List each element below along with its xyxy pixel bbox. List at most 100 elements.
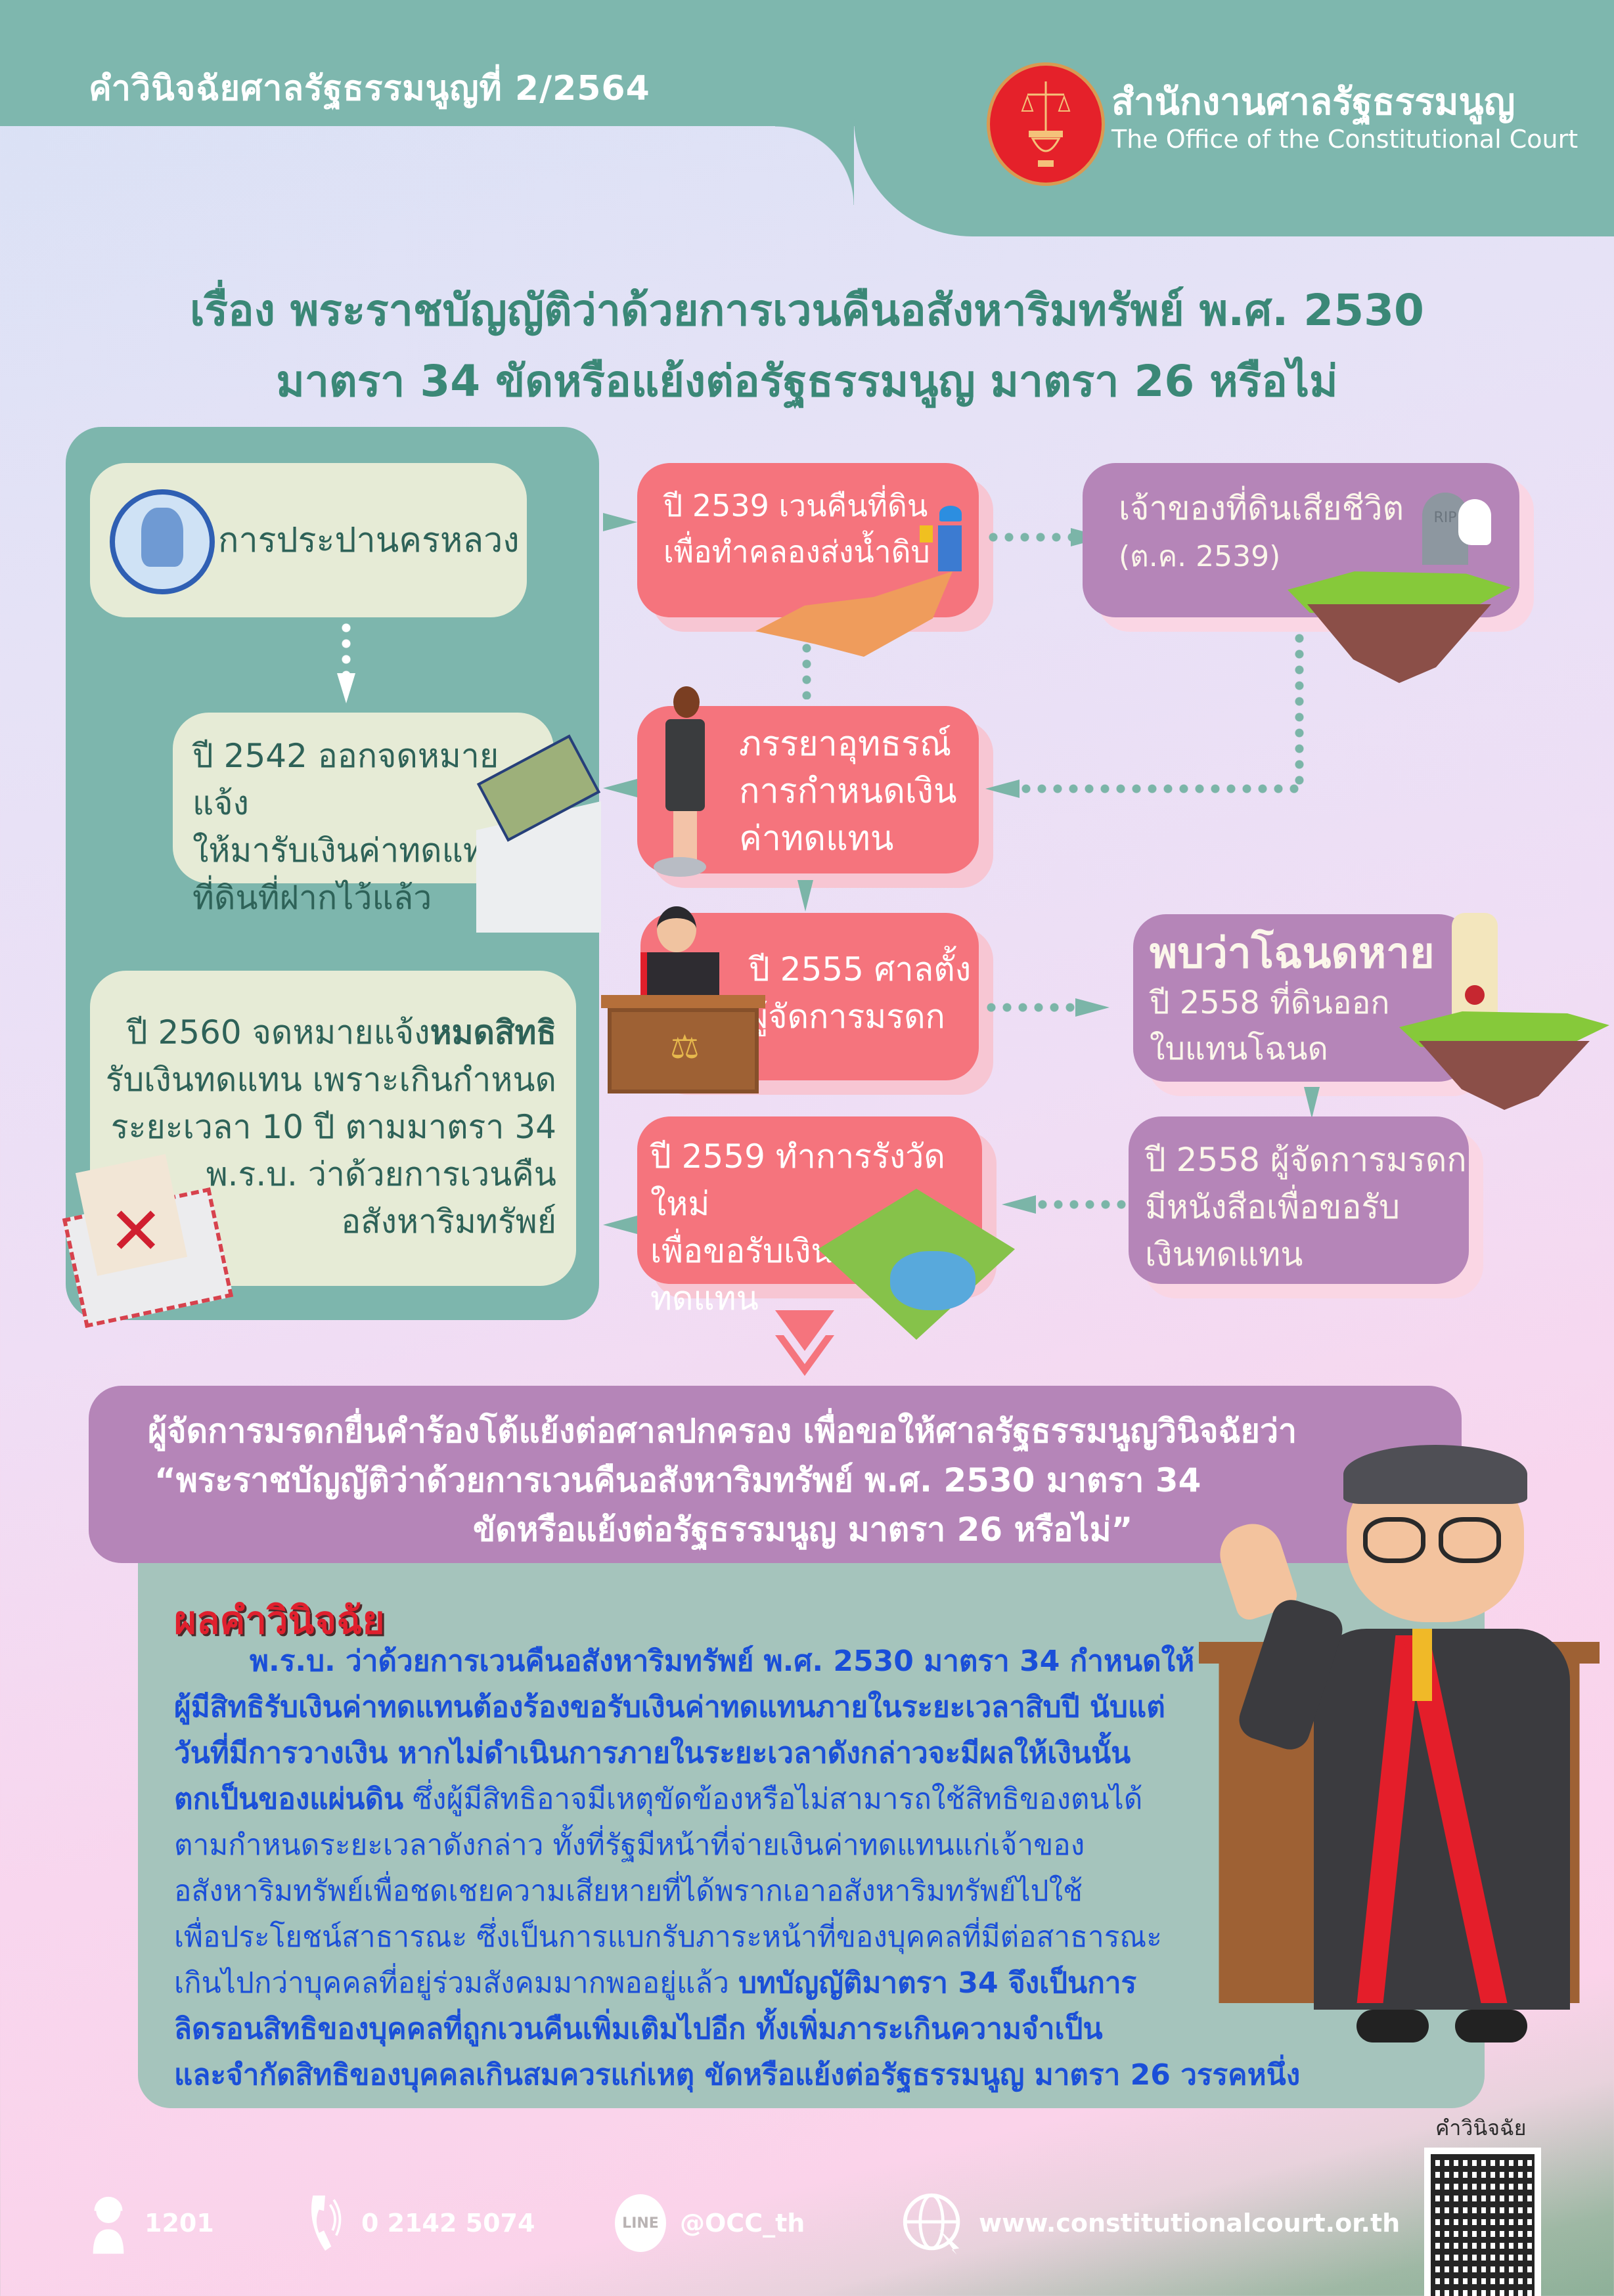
mwa-label: การประปานครหลวง — [218, 521, 520, 560]
petition-line-3: ขัดหรือแย้งต่อรัฐธรรมนูญ มาตรา 26 หรือไม… — [473, 1511, 1133, 1549]
phone-number: 0 2142 5074 — [361, 2209, 535, 2238]
woman-suit-icon — [665, 719, 705, 811]
qr-label: คำวินิจฉัย — [1435, 2115, 1527, 2140]
administrator-line: ปี 2558 ผู้จัดการมรดก — [1145, 1141, 1467, 1179]
arrow-left-icon — [985, 780, 1020, 798]
rock-island-icon — [1419, 1041, 1590, 1110]
ruling-line: วันที่มีการวางเงิน หากไม่ดำเนินการภายในร… — [174, 1731, 1199, 1777]
wife-appeal-line: การกำหนดเงิน — [739, 772, 957, 811]
surveyor-body-icon — [938, 525, 962, 571]
wife-appeal-line: ภรรยาอุทธรณ์ — [739, 724, 952, 764]
letter-2560-line: อสังหาริมทรัพย์ — [341, 1203, 556, 1241]
land-survey-island-icon — [818, 1189, 1015, 1340]
petition-line-1: ผู้จัดการมรดกยื่นคำร้องโต้แย้งต่อศาลปกคร… — [148, 1412, 1297, 1450]
connector-dots — [983, 1003, 1075, 1012]
connector-dots — [342, 620, 351, 675]
letter-2542-line: ปี 2542 ออกจดหมายแจ้ง — [192, 737, 499, 822]
header-curve — [775, 0, 1614, 236]
decision-qr-code[interactable] — [1424, 2148, 1541, 2296]
administrator-2558-box: ปี 2558 ผู้จัดการมรดก มีหนังสือเพื่อขอรั… — [1129, 1116, 1469, 1284]
administrator-line: มีหนังสือเพื่อขอรับ — [1145, 1188, 1400, 1226]
survey-2559-line: ทดแทน — [650, 1279, 759, 1317]
page-title-line-2: มาตรา 34 ขัดหรือแย้งต่อรัฐธรรมนูญ มาตรา … — [276, 356, 1338, 407]
shoe-right-icon — [1455, 2010, 1527, 2042]
court-2555-line: ผู้จัดการมรดก — [749, 998, 945, 1036]
connector-dots — [985, 533, 1071, 542]
letter-2542-line: ที่ดินที่ฝากไว้แล้ว — [192, 879, 432, 917]
connector-dots — [1035, 1200, 1127, 1209]
deed-lost-heading: พบว่าโฉนดหาย — [1150, 929, 1435, 978]
judge-tie-icon — [1412, 1629, 1432, 1701]
qr-pattern-icon — [1431, 2154, 1535, 2296]
expired-rights-emphasis: หมดสิทธิ — [430, 1013, 556, 1051]
website-url: www.constitutionalcourt.or.th — [979, 2209, 1401, 2238]
floating-island-grave-icon: RIP — [1288, 493, 1511, 683]
connector-dots — [1295, 630, 1304, 788]
podium-top-icon — [601, 995, 765, 1008]
connector-dots — [1018, 784, 1301, 793]
ruling-text: พ.ร.บ. ว่าด้วยการเวนคืนอสังหาริมทรัพย์ พ… — [174, 1639, 1300, 2098]
ruling-line: ลิดรอนสิทธิของบุคคลที่ถูกเวนคืนเพิ่มเติม… — [174, 2006, 1199, 2052]
ruling-line: เพื่อประโยชน์สาธารณะ ซึ่งเป็นการแบกรับภา… — [174, 1914, 1199, 1960]
expropriation-line: ปี 2539 เวนคืนที่ดิน — [663, 488, 928, 523]
wax-seal-icon — [1465, 985, 1485, 1005]
arrow-down-icon — [1304, 1087, 1320, 1118]
scales-icon: ⚖ — [670, 1028, 700, 1066]
ruling-emphasis: บทบัญญัติมาตรา 34 จึงเป็นการ — [738, 1966, 1137, 2000]
survey-2559-line: ปี 2559 ทำการรังวัดใหม่ — [650, 1137, 945, 1223]
ruling-text-segment: ซึ่งผู้มีสิทธิอาจมีเหตุขัดข้องหรือไม่สาม… — [403, 1782, 1143, 1816]
arrow-left-icon — [603, 779, 637, 797]
ghost-icon — [1458, 499, 1491, 545]
chevron-down-icon — [772, 1310, 838, 1376]
ruling-emphasis: ลิดรอนสิทธิของบุคคลที่ถูกเวนคืนเพิ่มเติม… — [174, 2012, 1103, 2046]
scales-of-justice-icon — [1021, 81, 1071, 167]
pond-icon — [890, 1251, 975, 1310]
mwa-box: การประปานครหลวง — [90, 463, 527, 617]
glasses-left-icon — [1363, 1517, 1425, 1563]
line-app-icon: LINE — [614, 2190, 667, 2256]
owner-died-line: เจ้าของที่ดินเสียชีวิต — [1119, 489, 1404, 527]
decision-number: คำวินิจฉัยศาลรัฐธรรมนูญที่ 2/2564 — [89, 69, 650, 108]
judge-hair-icon — [1343, 1445, 1527, 1504]
x-mark-icon: ✕ — [108, 1193, 164, 1269]
court-2555-line: ปี 2555 ศาลตั้ง — [749, 950, 972, 988]
deed-lost-line: ปี 2558 ที่ดินออก — [1150, 984, 1390, 1021]
org-name-thai: สำนักงานศาลรัฐธรรมนูญ — [1111, 81, 1515, 123]
ruling-emphasis: ตกเป็นของแผ่นดิน — [174, 1782, 404, 1816]
hotline-contact[interactable]: 1201 — [85, 2196, 214, 2254]
hotline-number: 1201 — [145, 2209, 214, 2238]
ruling-line: ตามกำหนดระยะเวลาดังกล่าว ทั้งที่รัฐมีหน้… — [174, 1822, 1199, 1868]
line-contact[interactable]: LINE @OCC_th — [614, 2194, 805, 2252]
rock-island-icon — [1307, 604, 1491, 683]
ruling-line: ตกเป็นของแผ่นดิน ซึ่งผู้มีสิทธิอาจมีเหตุ… — [174, 1777, 1199, 1822]
ruling-text-segment: เพื่อประโยชน์สาธารณะ ซึ่งเป็นการแบกรับภา… — [174, 1920, 1162, 1954]
ruling-line: ผู้มีสิทธิรับเงินค่าทดแทนต้องร้องขอรับเง… — [174, 1685, 1199, 1731]
ruling-line: พ.ร.บ. ว่าด้วยการเวนคืนอสังหาริมทรัพย์ พ… — [174, 1639, 1199, 1685]
hardhat-icon — [939, 506, 962, 521]
org-name-english: The Office of the Constitutional Court — [1111, 125, 1579, 154]
globe-cursor-icon — [900, 2190, 966, 2256]
website-link[interactable]: www.constitutionalcourt.or.th — [900, 2193, 1401, 2255]
deed-lost-line: ใบแทนโฉนด — [1150, 1030, 1328, 1067]
expropriation-line: เพื่อทำคลองส่งน้ำดิบ — [663, 534, 930, 569]
mwa-logo-icon — [110, 489, 215, 594]
letter-2560-line: ระยะเวลา 10 ปี ตามมาตรา 34 — [110, 1108, 556, 1146]
mwa-logo-figure-icon — [141, 508, 183, 567]
glasses-right-icon — [1439, 1517, 1501, 1563]
rejected-letter-icon: ✕ — [62, 1154, 234, 1329]
ruling-line: อสังหาริมทรัพย์เพื่อชดเชยความเสียหายที่ไ… — [174, 1868, 1199, 1914]
connector-dots — [802, 640, 811, 699]
constitutional-court-seal-icon — [987, 62, 1105, 186]
surveyor-icon — [920, 506, 966, 604]
arrow-left-icon — [1002, 1195, 1036, 1214]
phone-contact[interactable]: 0 2142 5074 — [302, 2196, 535, 2251]
judge-character-icon — [1212, 1432, 1593, 2049]
ruling-text-segment: ตามกำหนดระยะเวลาดังกล่าว ทั้งที่รัฐมีหน้… — [174, 1828, 1085, 1862]
judge-head-icon — [657, 906, 696, 952]
floating-island-deed-icon — [1393, 913, 1614, 1110]
ruling-emphasis: พ.ร.บ. ว่าด้วยการเวนคืนอสังหาริมทรัพย์ พ… — [250, 1645, 1195, 1678]
woman-base-icon — [654, 857, 706, 877]
ruling-emphasis: และจำกัดสิทธิของบุคคลเกินสมควรแก่เหตุ ขั… — [174, 2058, 1301, 2092]
survey-2559-line: เพื่อขอรับเงิน — [650, 1232, 834, 1270]
headset-agent-icon — [85, 2190, 131, 2256]
